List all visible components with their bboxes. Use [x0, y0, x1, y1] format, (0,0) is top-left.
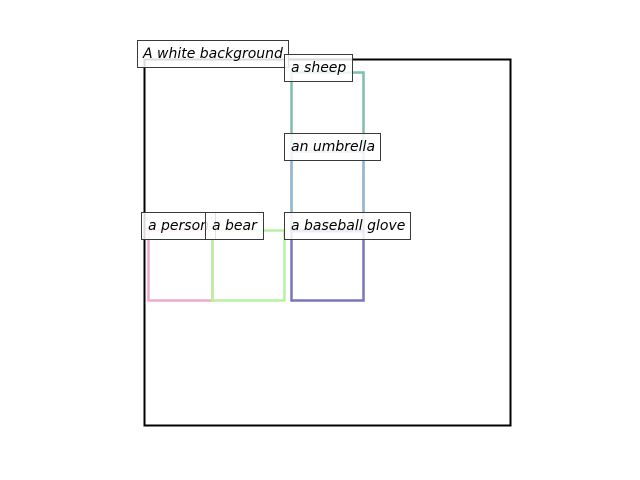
- bear-box: [211, 229, 286, 302]
- bear-label-box: [205, 212, 264, 240]
- umbrella-label: an umbrella: [284, 133, 381, 161]
- baseball-glove-box: [290, 229, 365, 302]
- baseball-glove-label-box: [284, 212, 411, 240]
- person-box: [147, 229, 214, 302]
- umbrella-label-box: [284, 133, 381, 161]
- sheep-label-text: a sheep: [291, 60, 346, 76]
- baseball-glove-label-text: a baseball glove: [291, 218, 405, 234]
- scene-border: [143, 58, 512, 427]
- scene-caption-text: A white background: [142, 46, 283, 62]
- bear-label-text: a bear: [212, 218, 258, 234]
- scene-caption-label: A white background: [137, 40, 289, 68]
- person-label-box: [141, 212, 216, 240]
- umbrella-label-text: an umbrella: [291, 139, 375, 155]
- bear-label: a bear: [205, 212, 264, 240]
- person-label-text: a person: [148, 218, 209, 234]
- baseball-glove-label: a baseball glove: [284, 212, 411, 240]
- person-label: a person: [141, 212, 216, 240]
- sheep-label: a sheep: [284, 54, 353, 82]
- sheep-label-box: [284, 54, 353, 82]
